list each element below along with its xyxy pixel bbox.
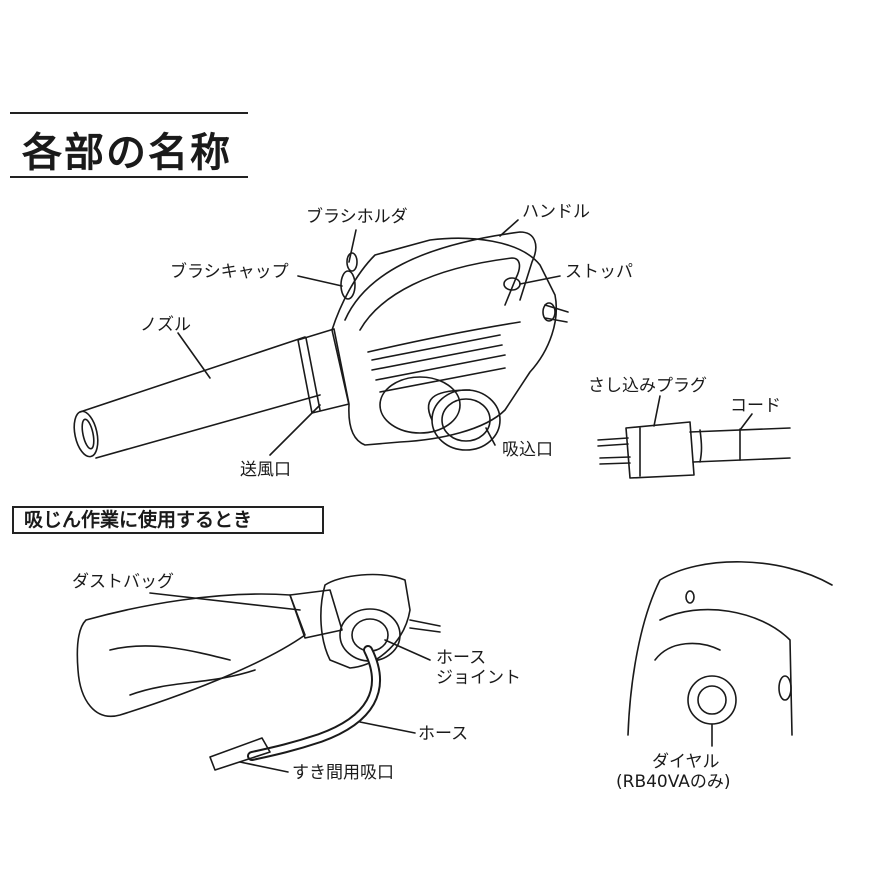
- label-hose-joint-1: ホース: [436, 648, 487, 668]
- label-hose-joint-2: ジョイント: [436, 668, 521, 688]
- dust-bag-drawing: [77, 575, 440, 770]
- section-heading: 吸じん作業に使用するとき: [12, 506, 324, 534]
- label-handle: ハンドル: [522, 202, 590, 222]
- label-dust-bag: ダストバッグ: [72, 572, 174, 592]
- label-hose: ホース: [418, 724, 469, 744]
- label-stopper: ストッパ: [565, 262, 633, 282]
- label-crevice-nozzle: すき間用吸口: [292, 763, 394, 783]
- leader-lines: [150, 220, 752, 772]
- label-cord: コード: [730, 396, 781, 416]
- label-dial: ダイヤル: [652, 752, 720, 772]
- blower-drawing: [70, 232, 568, 459]
- dial-drawing: [628, 562, 832, 735]
- label-dial-note: (RB40VAのみ): [616, 772, 731, 792]
- page-title: 各部の名称: [22, 130, 232, 176]
- title-frame: 各部の名称: [10, 112, 248, 178]
- plug-drawing: [598, 422, 790, 478]
- label-suction-port: 吸込口: [502, 440, 553, 460]
- label-plug: さし込みプラグ: [588, 376, 707, 396]
- label-brush-holder: ブラシホルダ: [306, 207, 408, 227]
- label-air-outlet: 送風口: [240, 460, 291, 480]
- label-brush-cap: ブラシキャップ: [170, 262, 289, 282]
- label-nozzle: ノズル: [140, 315, 191, 335]
